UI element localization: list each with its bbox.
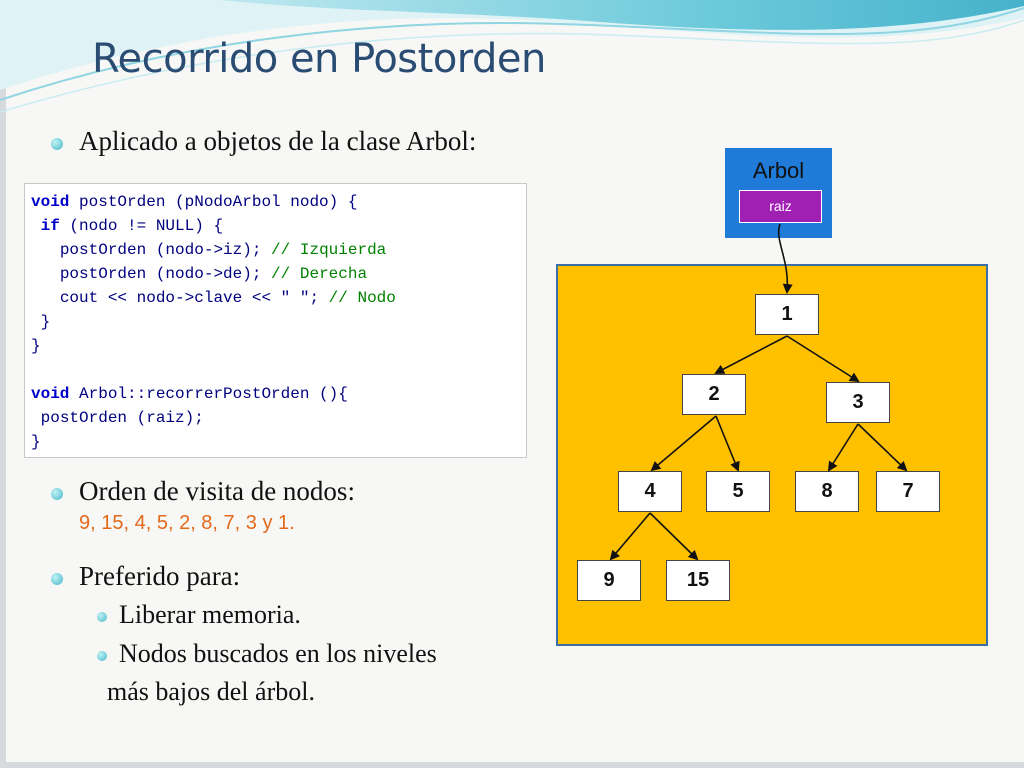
sub-bullet-deep-nodes: Nodos buscados en los niveles (97, 639, 437, 668)
code-line-10: } (31, 433, 41, 451)
code-block: void postOrden (pNodoArbol nodo) { if (n… (24, 183, 527, 458)
bullet-preferred-for: Preferido para: (50, 561, 241, 591)
code-line-3: postOrden (nodo->iz); // Izquierda (59, 241, 387, 259)
header-wave-decoration (0, 0, 1024, 113)
tree-node-8: 8 (795, 471, 859, 512)
code-line-1: void postOrden (pNodoArbol nodo) { (31, 193, 358, 211)
slide-bottom-edge (0, 762, 1024, 768)
tree-node-5: 5 (706, 471, 770, 512)
tree-node-7: 7 (876, 471, 940, 512)
code-line-8: void Arbol::recorrerPostOrden (){ (31, 385, 348, 403)
slide-left-edge (0, 0, 6, 768)
code-line-9: postOrden (raiz); (40, 409, 204, 427)
tree-node-4: 4 (618, 471, 682, 512)
bullet-applied-to-arbol: Aplicado a objetos de la clase Arbol: (50, 126, 477, 156)
tree-node-1: 1 (755, 294, 819, 335)
sub-bullet-free-memory: Liberar memoria. (97, 600, 301, 629)
code-line-4: postOrden (nodo->de); // Derecha (59, 265, 368, 283)
slide-title: Recorrido en Postorden (92, 36, 546, 82)
code-line-7: } (31, 337, 41, 355)
sub-bullet-deep-nodes-cont: más bajos del árbol. (107, 677, 315, 706)
tree-node-2: 2 (682, 374, 746, 415)
tree-node-9: 9 (577, 560, 641, 601)
code-line-5: cout << nodo->clave << " "; // Nodo (59, 289, 396, 307)
raiz-field: raiz (739, 190, 822, 223)
tree-node-15: 15 (666, 560, 730, 601)
code-line-6: } (40, 313, 51, 331)
arbol-label: Arbol (752, 158, 805, 183)
tree-node-3: 3 (826, 382, 890, 423)
code-line-blank (31, 358, 526, 382)
bullet-visit-order: Orden de visita de nodos: (51, 476, 355, 506)
visit-order-values: 9, 15, 4, 5, 2, 8, 7, 3 y 1. (79, 512, 295, 534)
code-line-2: if (nodo != NULL) { (40, 217, 224, 235)
